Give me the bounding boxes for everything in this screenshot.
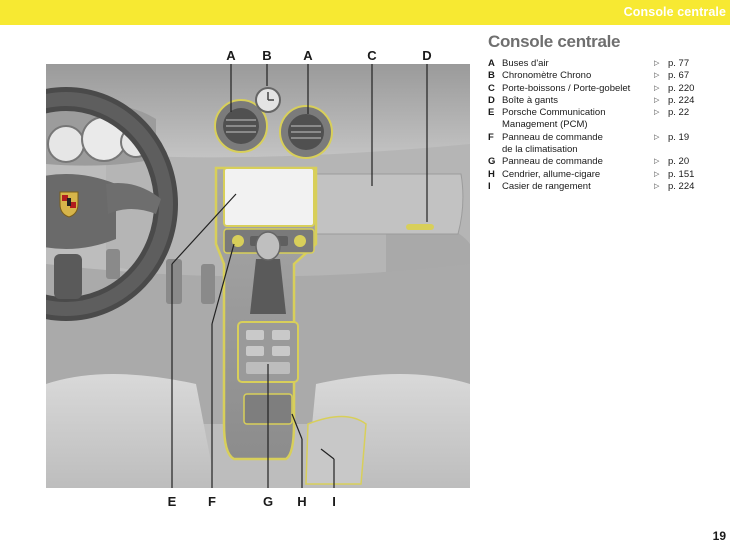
callout-label: E xyxy=(167,494,177,509)
page-number: 19 xyxy=(712,529,726,543)
legend-item: D Boîte à gants ▷ p. 224 xyxy=(488,95,698,107)
legend-page: p. 22 xyxy=(668,107,690,119)
legend-item: F Panneau de commande de la climatisatio… xyxy=(488,132,698,157)
gear-lever xyxy=(250,231,286,314)
legend-page: p. 67 xyxy=(668,70,690,82)
section-title: Console centrale xyxy=(488,32,621,51)
legend-item: C Porte-boissons / Porte-gobelet ▷ p. 22… xyxy=(488,83,698,95)
console-button xyxy=(246,330,264,340)
legend-page: p. 224 xyxy=(668,180,695,192)
legend-letter: A xyxy=(488,58,495,69)
legend-page: p. 77 xyxy=(668,58,690,69)
glove-box-handle xyxy=(406,224,434,230)
porsche-crest-icon xyxy=(59,191,79,218)
legend-letter: G xyxy=(488,156,496,168)
callout-label: D xyxy=(422,48,432,63)
page-ref-arrow-icon: ▷ xyxy=(654,182,660,190)
callout-label: A xyxy=(303,48,313,63)
legend-item: G Panneau de commande ▷ p. 20 xyxy=(488,156,698,168)
legend-item: I Casier de rangement ▷ p. 224 xyxy=(488,181,698,193)
pedal xyxy=(166,259,182,304)
legend-page: p. 20 xyxy=(668,156,690,168)
legend-text: Boîte à gants xyxy=(502,94,558,106)
driver-seat xyxy=(46,374,216,488)
steering-wheel xyxy=(46,87,178,321)
page-ref-arrow-icon: ▷ xyxy=(654,72,660,80)
legend-letter: D xyxy=(488,94,495,106)
header-bar: Console centrale xyxy=(0,0,730,25)
legend-item: H Cendrier, allume-cigare ▷ p. 151 xyxy=(488,169,698,181)
page-ref-arrow-icon: ▷ xyxy=(654,170,660,178)
pcm-screen xyxy=(223,167,315,227)
air-vent-left xyxy=(214,99,268,153)
page-ref-arrow-icon: ▷ xyxy=(654,133,660,141)
pedal xyxy=(201,264,215,304)
legend-letter: I xyxy=(488,180,491,192)
legend-letter: H xyxy=(488,168,495,180)
legend-text: Chronomètre Chrono xyxy=(502,70,592,82)
console-button xyxy=(272,346,290,356)
climate-knob-icon xyxy=(232,235,244,247)
legend-text: Panneau de commande xyxy=(502,156,603,168)
callout-label: C xyxy=(367,48,377,63)
legend-item: B Chronomètre Chrono ▷ p. 67 xyxy=(488,70,698,82)
pedal xyxy=(106,249,120,279)
legend-text: Panneau de commande de la climatisation xyxy=(502,131,603,156)
storage-compartment xyxy=(305,415,367,485)
page-ref-arrow-icon: ▷ xyxy=(654,109,660,117)
console-button xyxy=(246,346,264,356)
callout-label: A xyxy=(226,48,236,63)
callout-label: G xyxy=(262,494,274,509)
cockpit-illustration xyxy=(46,64,470,488)
console-button xyxy=(272,330,290,340)
legend-letter: F xyxy=(488,131,494,143)
legend-text: Cendrier, allume-cigare xyxy=(502,168,601,180)
legend-text: Casier de rangement xyxy=(502,180,591,192)
chrono-clock-icon xyxy=(255,87,281,113)
legend-text: Porte-boissons / Porte-gobelet xyxy=(502,82,631,94)
page-ref-arrow-icon: ▷ xyxy=(654,60,660,67)
page-ref-arrow-icon: ▷ xyxy=(654,84,660,92)
legend-item: A Buses d'air ▷ p. 77 xyxy=(488,58,698,70)
legend-item: E Porsche Communication Management (PCM)… xyxy=(488,107,698,132)
callout-label: I xyxy=(332,494,336,509)
callout-label: F xyxy=(208,494,216,509)
gauge-icon xyxy=(47,125,85,163)
climate-knob-icon xyxy=(294,235,306,247)
legend-page: p. 19 xyxy=(668,131,690,143)
legend-letter: B xyxy=(488,70,495,82)
legend-letter: E xyxy=(488,107,495,119)
legend-page: p. 224 xyxy=(668,94,695,106)
glove-box xyxy=(315,173,464,235)
callout-label: H xyxy=(297,494,307,509)
legend-list: A Buses d'air ▷ p. 77 B Chronomètre Chro… xyxy=(488,58,698,193)
legend-page: p. 151 xyxy=(668,168,695,180)
header-title: Console centrale xyxy=(623,5,726,19)
callout-label: B xyxy=(262,48,272,63)
air-vent-right xyxy=(279,105,333,159)
page-ref-arrow-icon: ▷ xyxy=(654,96,660,104)
legend-text: Porsche Communication Management (PCM) xyxy=(502,107,606,131)
page-ref-arrow-icon: ▷ xyxy=(654,158,660,166)
legend-text: Buses d'air xyxy=(502,58,549,69)
callout-lines-bottom xyxy=(171,193,335,488)
legend-letter: C xyxy=(488,82,495,94)
legend-page: p. 220 xyxy=(668,82,695,94)
callout-lines-top xyxy=(230,64,428,222)
